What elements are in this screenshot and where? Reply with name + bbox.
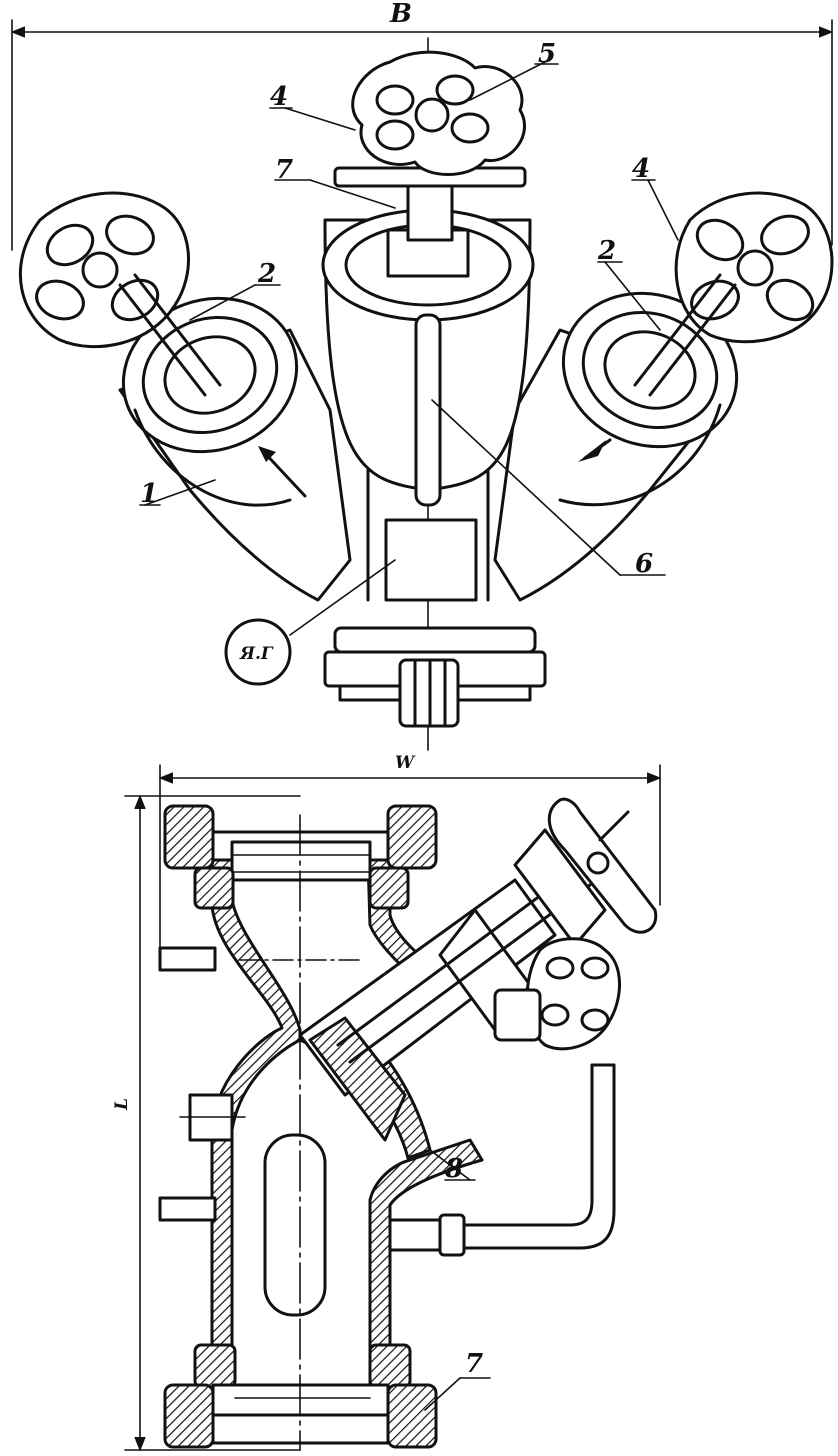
callout-4-left: 4	[270, 82, 288, 112]
section-handwheel-icon	[547, 797, 658, 934]
dimension-b	[10, 19, 834, 251]
callout-7-section: 7	[465, 1349, 483, 1379]
label-circle	[224, 618, 292, 686]
nameplate	[384, 518, 478, 602]
dimension-l	[124, 794, 301, 1452]
right-branch	[493, 291, 739, 602]
left-top-nozzle	[158, 946, 217, 972]
callout-6: 6	[635, 549, 653, 579]
spindle-rod	[414, 313, 442, 507]
right-handwheel-icon	[633, 191, 834, 397]
callout-8: 8	[444, 1154, 463, 1184]
left-bottom-nozzle	[158, 1196, 217, 1222]
top-leaders	[139, 61, 679, 636]
dimension-l-label: L	[112, 1098, 132, 1111]
callout-4-right: 4	[632, 154, 650, 184]
callout-1: 1	[140, 479, 158, 509]
dimension-b-label: B	[389, 0, 412, 29]
top-handwheel-icon	[351, 50, 527, 176]
left-branch	[118, 296, 352, 602]
callout-5: 5	[538, 39, 556, 69]
bottom-coupling	[323, 626, 547, 728]
stem	[406, 178, 454, 242]
section-view: 8 7	[124, 764, 662, 1452]
top-view: 5 4 7 4 2 2 1 6 Я.Г	[10, 19, 834, 751]
drain-pipe	[388, 1063, 616, 1257]
callout-2-left: 2	[257, 259, 276, 289]
callout-label-circle: Я.Г	[239, 644, 274, 664]
callout-7-top: 7	[275, 155, 293, 185]
dimension-w	[158, 764, 662, 963]
left-handwheel-icon	[18, 191, 222, 397]
side-handwheel-icon	[493, 937, 621, 1051]
dimension-w-label: W	[395, 753, 416, 773]
sight-window	[263, 1133, 327, 1317]
callout-2-right: 2	[597, 236, 616, 266]
central-body	[321, 166, 535, 602]
